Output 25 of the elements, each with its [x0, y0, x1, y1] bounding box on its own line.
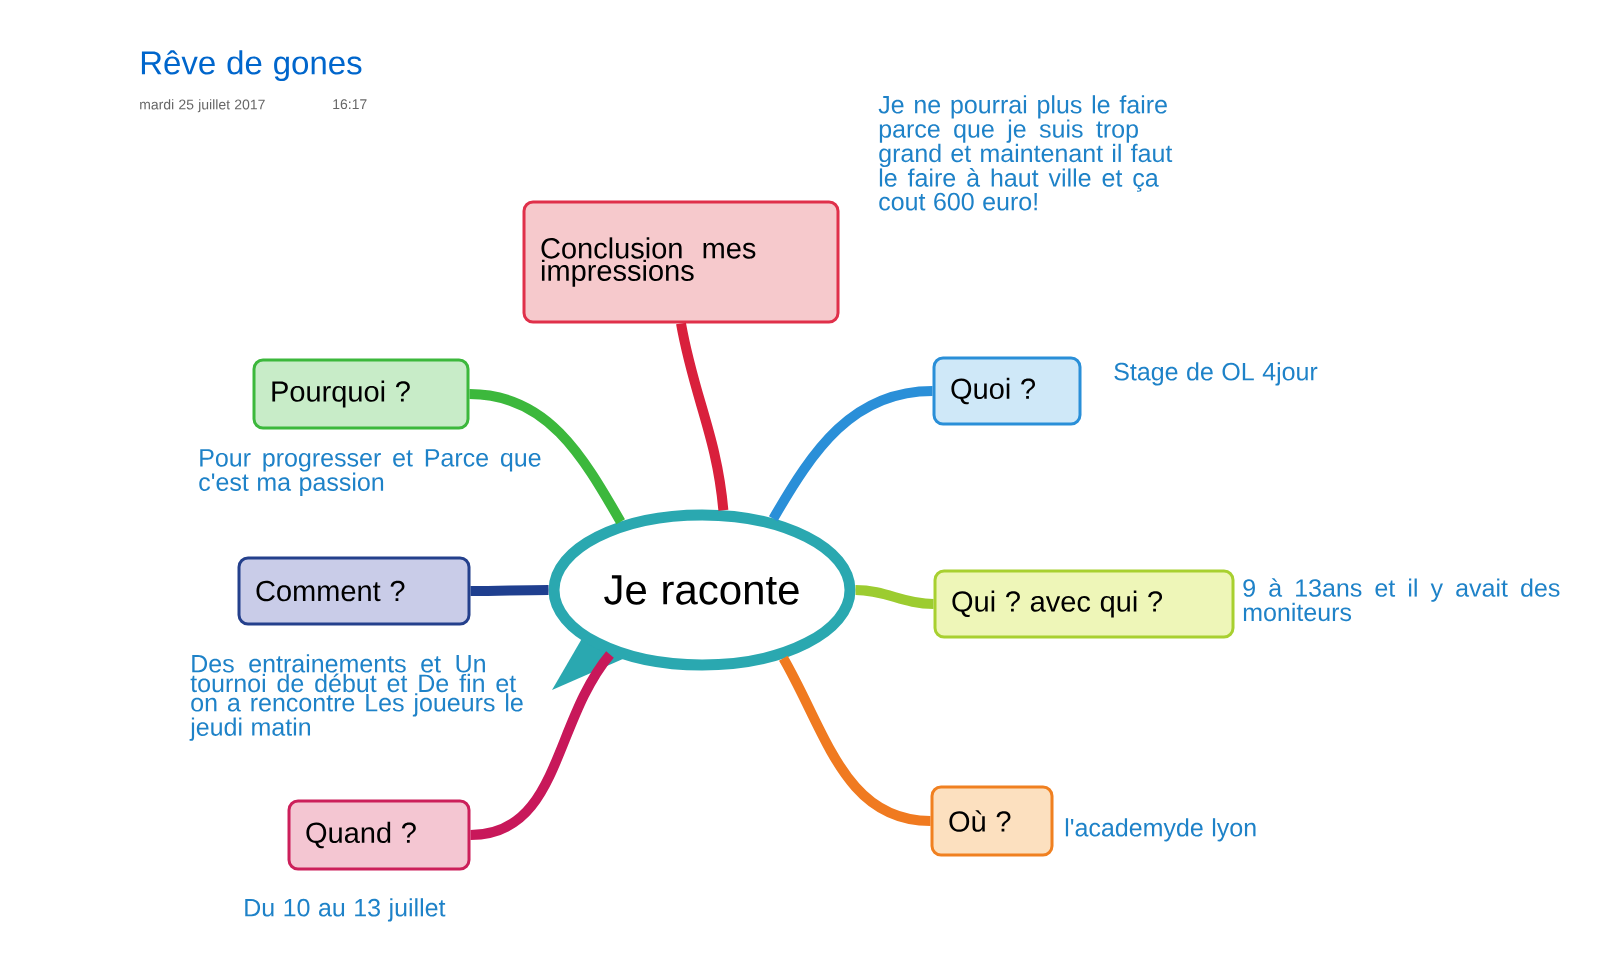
date-label: 16:17 — [333, 99, 367, 110]
topic-box: Où ? — [930, 785, 1054, 857]
topic-box: Comment ? — [237, 556, 471, 626]
branch-line — [469, 389, 625, 525]
topic-box: Pourquoi ? — [252, 358, 470, 430]
branch-line — [469, 651, 615, 840]
topic-box: Quand ? — [287, 799, 471, 871]
note-text: Stage de OL 4jour — [1114, 362, 1318, 386]
topic-box: Conclusion mes impressions — [522, 200, 840, 324]
note-text: Du 10 au 13 juillet — [245, 898, 446, 922]
note-text: Pour progresser et Parce que c'est ma passion — [199, 449, 541, 496]
branch-line — [779, 655, 931, 826]
branch-line — [470, 585, 549, 596]
branch-line — [855, 585, 934, 609]
note-text: 9 à 13ans et il y avait des moniteurs — [1243, 578, 1560, 622]
date-label: mardi 25 juillet 2017 — [140, 99, 265, 113]
topic-box: Quoi ? — [932, 356, 1082, 426]
note-text: Je ne pourrai plus le faire parce que je suis trop grand et maintenant il faut le faire à haut ville et ça cout 600 euro! — [878, 95, 1173, 211]
branch-line — [769, 386, 933, 522]
note-text: Des entrainements et Un tournoi de début et De fin et on a rencontre Les joueurs le jeudi matin — [189, 654, 523, 741]
topic-box: Qui ? avec qui ? — [933, 569, 1235, 639]
branch-line — [676, 322, 729, 511]
title: Rêve de gones — [141, 50, 362, 82]
speech-bubble: Je raconte — [548, 509, 856, 690]
note-text: l'academyde lyon — [1065, 818, 1256, 842]
